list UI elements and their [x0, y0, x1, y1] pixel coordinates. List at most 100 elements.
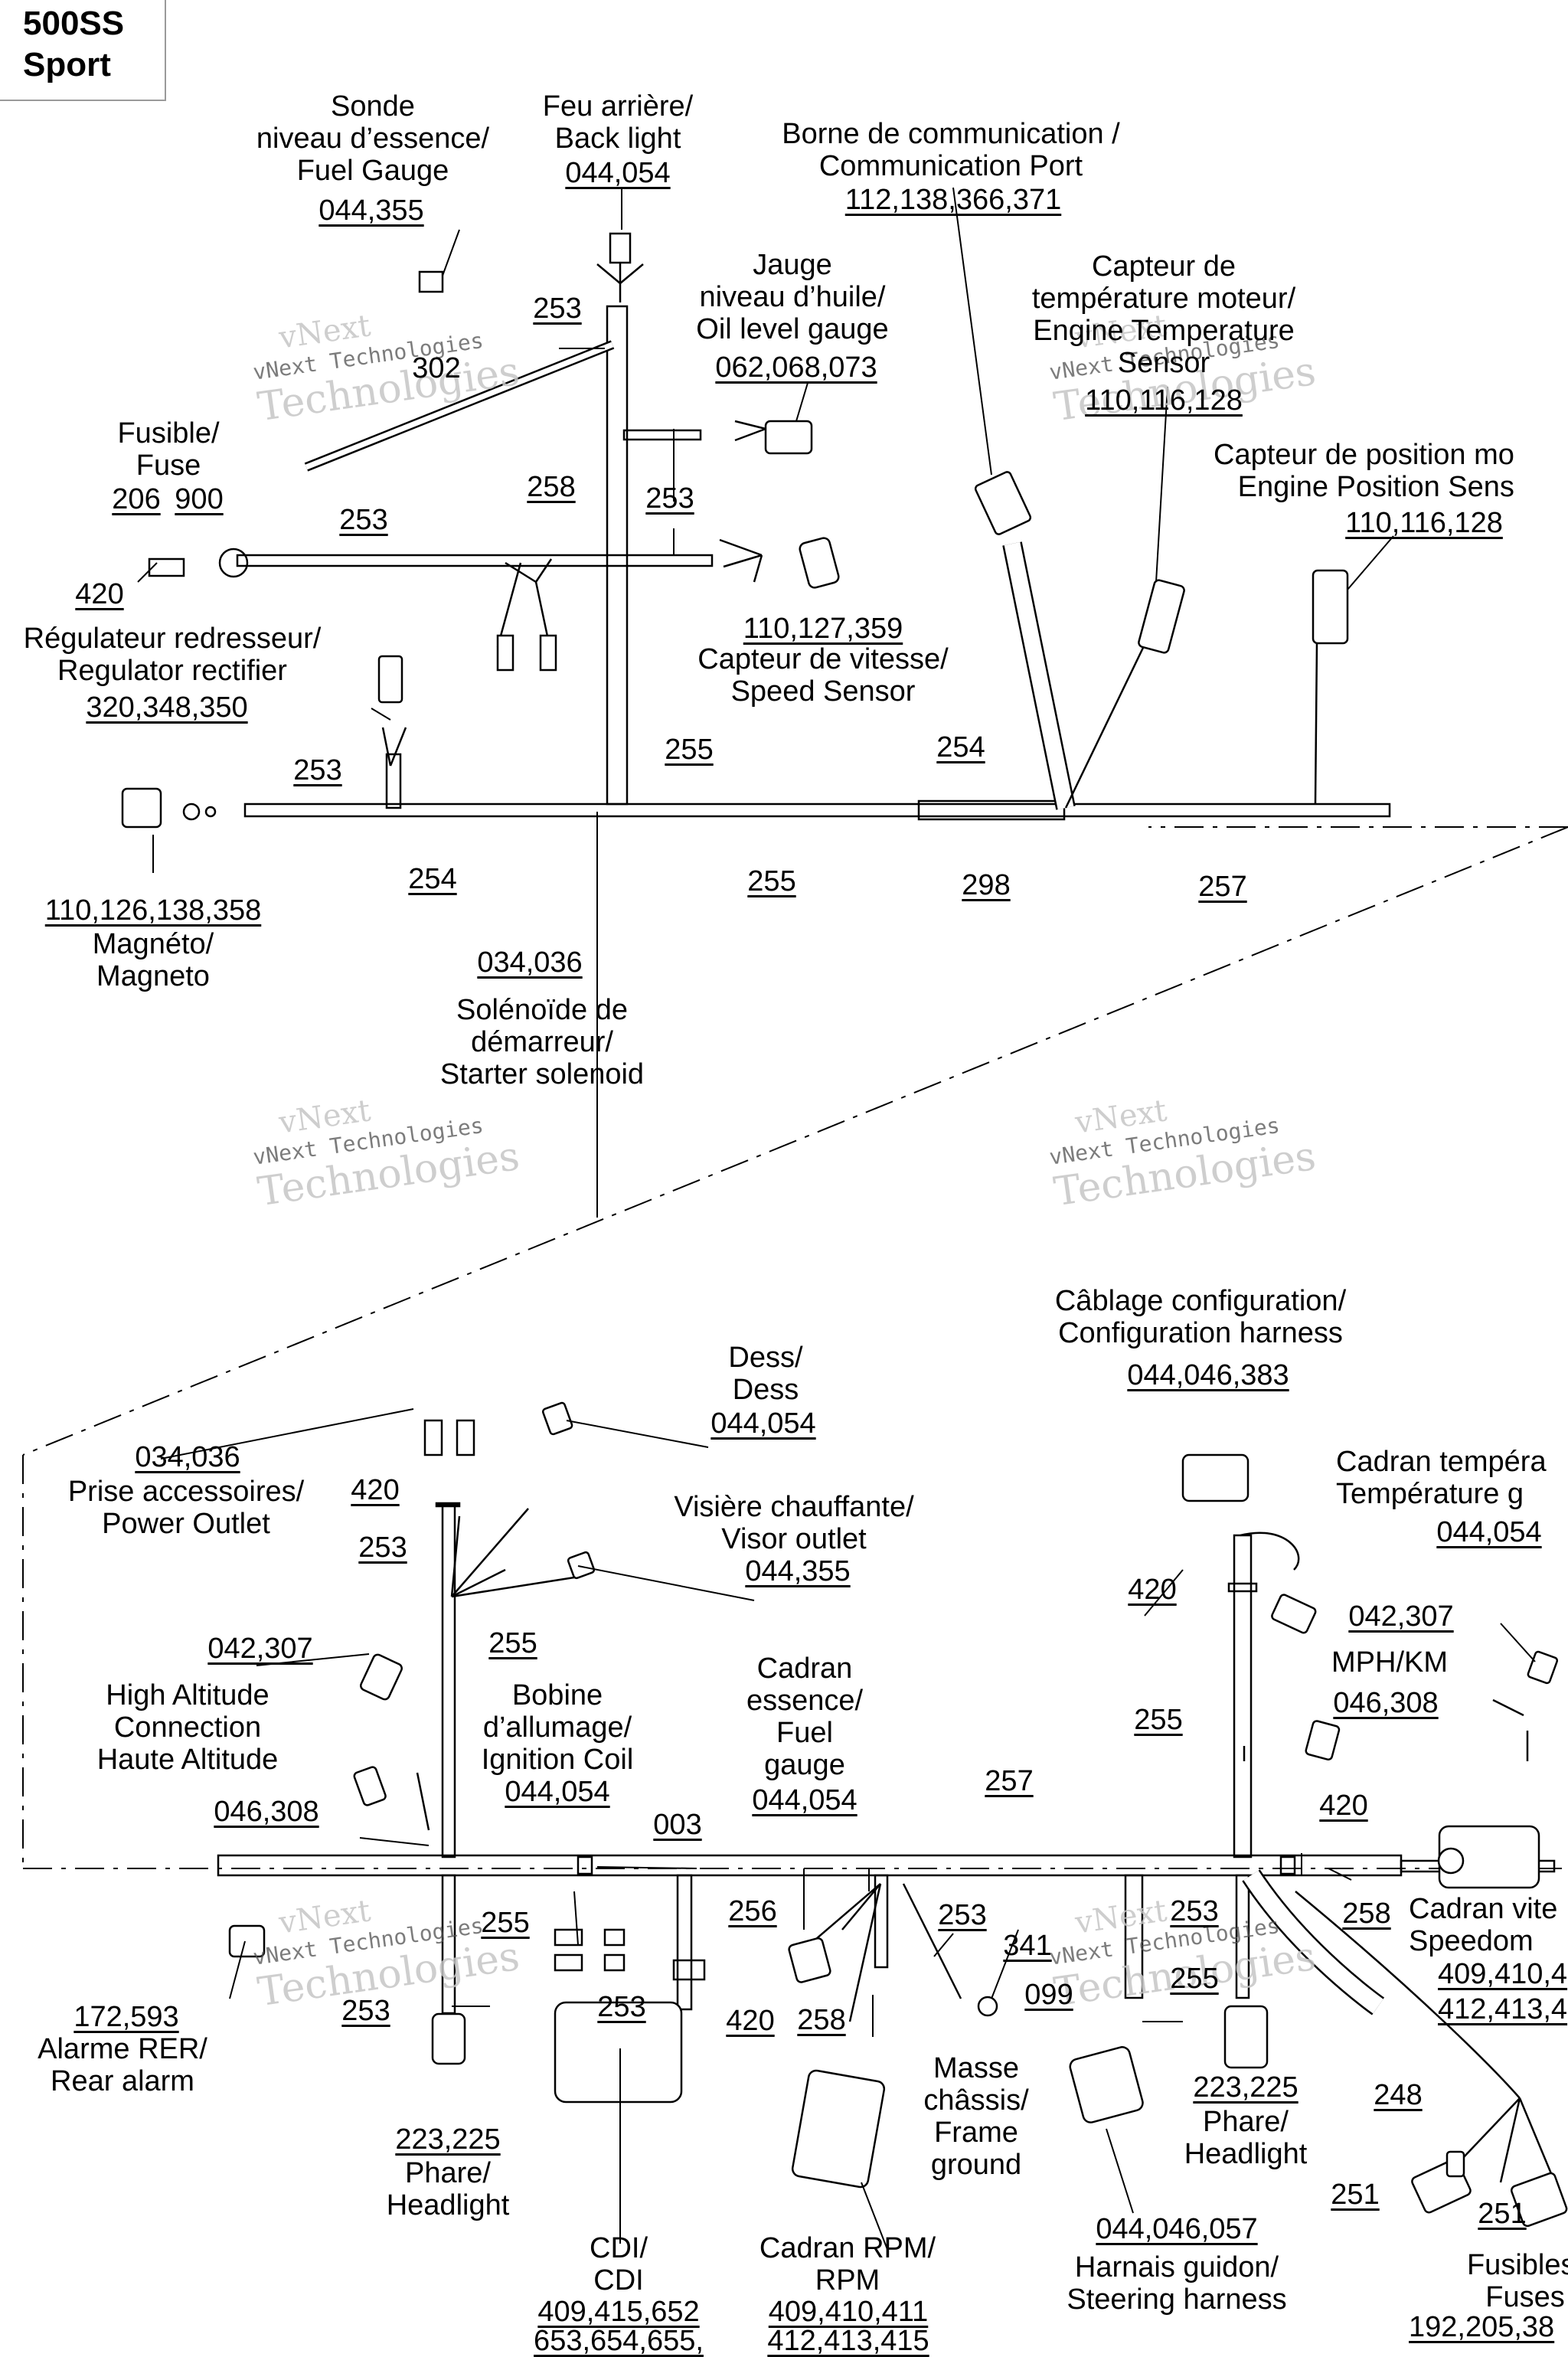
engine-pos-ref: 110,116,128: [1345, 507, 1503, 539]
high-altitude-label: High Altitude Connection Haute Altitude: [96, 1679, 279, 1776]
part-046-308-ref: 046,308: [214, 1796, 319, 1828]
oil-level-ref: 062,068,073: [715, 351, 877, 384]
engine-pos-label: Capteur de position mo Engine Position S…: [1214, 439, 1514, 503]
part-251: 251: [1478, 2198, 1527, 2230]
fuse-ref-420: 420: [75, 578, 124, 610]
bottom-harness: [217, 1502, 1560, 2191]
comm-port-label: Borne de communication / Communication P…: [782, 118, 1120, 182]
part-420: 420: [1319, 1790, 1368, 1822]
magneto-ref: 110,126,138,358: [44, 894, 262, 927]
high-altitude-ref: 042,307: [207, 1633, 313, 1665]
rpm-ref-2: 412,413,415: [767, 2325, 929, 2357]
model-variant: Sport: [23, 46, 111, 83]
speed-sensor-ref: 110,127,359: [743, 613, 903, 645]
part-253: 253: [938, 1899, 987, 1931]
part-248: 248: [1374, 2079, 1423, 2111]
leader-lines: [137, 187, 1536, 2252]
fuses-label: Fusibles/ Fuses: [1466, 2249, 1568, 2313]
temp-gauge-ref: 044,054: [1436, 1516, 1542, 1548]
part-302: 302: [412, 352, 461, 384]
rpm-ref-1: 409,410,411: [768, 2296, 929, 2328]
regulator-ref: 320,348,350: [86, 691, 248, 724]
part-253: 253: [339, 504, 388, 536]
part-253: 253: [293, 754, 342, 786]
dess-label: Dess/ Dess: [728, 1342, 803, 1406]
steering-harness-ref: 044,046,057: [1096, 2213, 1258, 2245]
part-257: 257: [985, 1765, 1034, 1797]
power-outlet-label: Prise accessoires/ Power Outlet: [67, 1476, 305, 1540]
cdi-label: CDI/ CDI: [590, 2232, 648, 2297]
part-255: 255: [481, 1907, 530, 1939]
part-256: 256: [728, 1895, 777, 1927]
part-253: 253: [597, 1991, 646, 2023]
part-253: 253: [1170, 1895, 1219, 1927]
starter-solenoid-label: Solénoïde de démarreur/ Starter solenoid: [439, 994, 645, 1090]
part-298: 298: [962, 869, 1011, 901]
part-420: 420: [726, 2005, 775, 2037]
headlight-left-ref: 223,225: [395, 2123, 501, 2156]
fuses-ref: 192,205,38: [1409, 2311, 1555, 2343]
part-255: 255: [665, 734, 714, 766]
cdi-ref-1: 409,415,652: [537, 2296, 700, 2328]
part-251: 251: [1331, 2179, 1380, 2211]
ignition-coil-label: Bobine d’allumage/ Ignition Coil: [481, 1679, 634, 1776]
back-light-ref: 044,054: [565, 157, 671, 189]
bottom-connectors: [228, 1401, 1568, 2228]
part-258: 258: [797, 2004, 846, 2036]
rear-alarm-ref: 172,593: [74, 2001, 179, 2033]
part-258: 258: [527, 471, 576, 503]
top-connectors: [121, 232, 1349, 829]
rear-alarm-label: Alarme RER/ Rear alarm: [38, 2033, 207, 2097]
back-light-label: Feu arrière/ Back light: [542, 90, 694, 155]
cdi-ref-2: 653,654,655,: [534, 2325, 704, 2357]
frame-ground-ref-099: 099: [1024, 1979, 1073, 2011]
config-harness-ref: 044,046,383: [1127, 1359, 1289, 1391]
speed-sensor-label: Capteur de vitesse/ Speed Sensor: [697, 643, 949, 708]
part-255: 255: [1170, 1963, 1219, 1995]
fuse-ref-900: 900: [175, 483, 224, 515]
speedometer-ref-1: 409,410,4: [1438, 1958, 1568, 1990]
steering-harness-label: Harnais guidon/ Steering harness: [1067, 2251, 1287, 2316]
engine-temp-label: Capteur de température moteur/ Engine Te…: [1031, 250, 1296, 379]
part-255: 255: [488, 1627, 537, 1659]
dess-ref: 044,054: [710, 1407, 816, 1440]
fuel-gauge-sensor-label: Sonde niveau d’essence/ Fuel Gauge: [256, 90, 490, 187]
mph-km-label: MPH/KM: [1331, 1646, 1448, 1679]
separator-lines: [22, 826, 1568, 1869]
comm-port-ref: 112,138,366,371: [844, 184, 1062, 216]
fuse-ref-206: 206: [112, 483, 161, 515]
frame-ground-label: Masse châssis/ Frame ground: [923, 2052, 1029, 2181]
headlight-right-label: Phare/ Headlight: [1184, 2106, 1308, 2170]
part-253: 253: [341, 1995, 390, 2027]
part-420: 420: [351, 1474, 400, 1506]
mph-km-ref-2: 046,308: [1333, 1687, 1439, 1719]
speedometer-ref-2: 412,413,4: [1438, 1993, 1568, 2025]
part-253: 253: [645, 482, 694, 515]
regulator-label: Régulateur redresseur/ Regulator rectifi…: [23, 623, 322, 687]
visor-outlet-label: Visière chauffante/ Visor outlet: [674, 1491, 914, 1555]
top-harness: [182, 253, 1391, 821]
part-254: 254: [408, 863, 457, 895]
temp-gauge-label: Cadran tempéra Température g: [1336, 1446, 1547, 1510]
headlight-left-label: Phare/ Headlight: [386, 2157, 510, 2221]
mph-km-ref-1: 042,307: [1348, 1600, 1454, 1633]
config-harness-label: Câblage configuration/ Configuration har…: [1054, 1285, 1347, 1349]
part-253: 253: [358, 1532, 407, 1564]
fuse-label: Fusible/ Fuse: [117, 417, 220, 482]
part-253: 253: [533, 293, 582, 325]
part-255: 255: [747, 865, 796, 897]
magneto-label: Magnéto/ Magneto: [92, 928, 214, 992]
rpm-label: Cadran RPM/ RPM: [759, 2232, 936, 2297]
fuel-gauge-dial-label: Cadran essence/ Fuel gauge: [746, 1653, 864, 1781]
engine-temp-ref: 110,116,128: [1085, 384, 1243, 417]
part-257: 257: [1198, 871, 1247, 903]
starter-solenoid-ref: 034,036: [477, 946, 583, 979]
part-420: 420: [1128, 1574, 1177, 1606]
part-255: 255: [1134, 1704, 1183, 1736]
part-003: 003: [653, 1809, 702, 1841]
speedometer-label: Cadran vite Speedom: [1409, 1893, 1558, 1957]
ignition-coil-ref: 044,054: [505, 1776, 610, 1808]
model-name: 500SS: [23, 5, 125, 42]
part-254: 254: [936, 731, 985, 763]
